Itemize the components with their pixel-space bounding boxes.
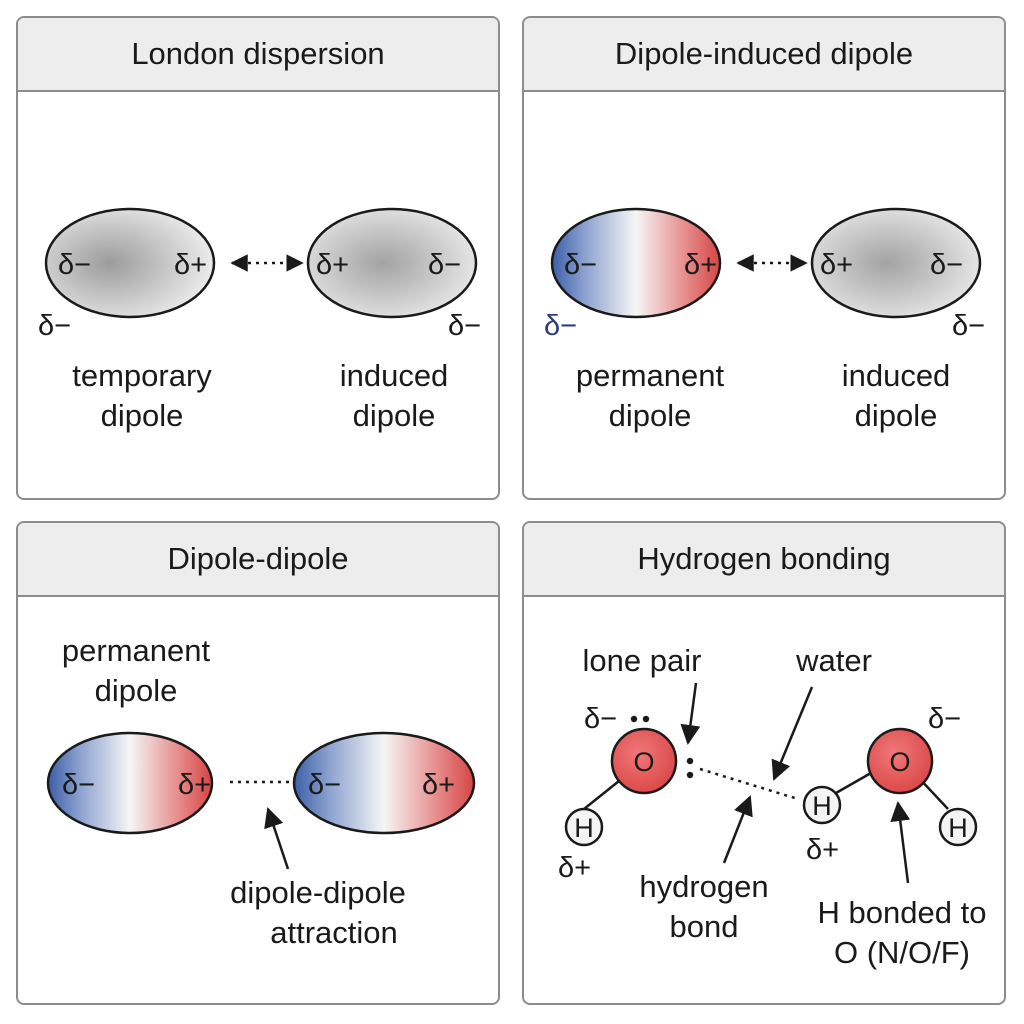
induced-dipole-label-line1: induced — [842, 358, 951, 393]
dipole-dipole-diagram: permanent dipole δ− δ+ δ− δ+ dipole-dipo… — [46, 633, 476, 950]
right-oxygen-atom — [866, 727, 934, 795]
delta-negative: δ− — [428, 249, 461, 281]
left-oxygen-atom — [610, 727, 678, 795]
water-label: water — [795, 643, 872, 678]
delta-negative-outside: δ− — [38, 310, 71, 342]
delta-positive: δ+ — [174, 249, 207, 281]
permanent-dipole-molecule — [550, 207, 722, 319]
delta-positive: δ+ — [178, 769, 211, 801]
delta-positive: δ+ — [558, 852, 591, 884]
induced-dipole-label-line1: induced — [340, 358, 449, 393]
induced-dipole-label-line2: dipole — [855, 398, 938, 433]
delta-positive: δ+ — [820, 249, 853, 281]
induced-dipole-molecule — [810, 207, 982, 319]
induced-dipole-molecule — [306, 207, 478, 319]
attraction-label-line2: attraction — [270, 915, 398, 950]
left-oxygen-symbol: O — [633, 747, 654, 777]
panel-title: London dispersion — [18, 18, 498, 92]
delta-negative: δ− — [308, 769, 341, 801]
permanent-dipole-label-line2: dipole — [609, 398, 692, 433]
permanent-dipole-label-line2: dipole — [95, 673, 178, 708]
panel-hydrogen-bonding: Hydrogen bonding lone pair water O H δ− … — [522, 521, 1006, 1005]
left-hydrogen-symbol: H — [574, 813, 594, 843]
delta-negative-outside: δ− — [952, 310, 985, 342]
hydrogen-bonding-diagram: lone pair water O H δ− δ+ O H H δ− δ+ hy… — [558, 643, 987, 970]
lone-pair-label: lone pair — [583, 643, 702, 678]
delta-negative: δ− — [58, 249, 91, 281]
delta-negative: δ− — [584, 703, 617, 735]
panel-dipole-dipole: Dipole-dipole permanent dipole δ− δ+ δ− … — [16, 521, 500, 1005]
right-dipole-molecule — [292, 731, 476, 835]
lone-pair-dot — [642, 715, 650, 723]
induced-dipole-label-line2: dipole — [353, 398, 436, 433]
delta-negative-outside: δ− — [544, 310, 577, 342]
hydrogen-bond-label-line1: hydrogen — [639, 869, 768, 904]
delta-negative-outside: δ− — [448, 310, 481, 342]
h-bonded-pointer-arrow — [890, 801, 911, 884]
permanent-dipole-label-line1: permanent — [576, 358, 725, 393]
water-pointer-arrow — [771, 686, 814, 781]
attraction-pointer-arrow — [264, 807, 290, 870]
delta-negative: δ− — [564, 249, 597, 281]
temporary-dipole-molecule — [44, 207, 216, 319]
london-diagram: δ− δ+ δ− δ+ δ− δ− temporary dipole induc… — [38, 207, 481, 433]
lone-pair-dot — [630, 715, 638, 723]
panel-dipole-induced-dipole: Dipole-induced dipole δ− δ+ δ− δ+ — [522, 16, 1006, 500]
delta-positive: δ+ — [316, 249, 349, 281]
hydrogen-bond-pointer-arrow — [722, 795, 753, 864]
panel-title: Dipole-induced dipole — [524, 18, 1004, 92]
right-hydrogen-atom — [938, 807, 978, 847]
hydrogen-bond-label-line2: bond — [670, 909, 739, 944]
left-dipole-molecule — [46, 731, 214, 835]
h-bonded-label-line1: H bonded to — [818, 895, 987, 930]
left-hydrogen-atom — [564, 807, 604, 847]
right-hydrogen-symbol: H — [948, 813, 968, 843]
lone-pair-dot — [686, 757, 694, 765]
delta-positive: δ+ — [422, 769, 455, 801]
h-bonded-label-line2: O (N/O/F) — [834, 935, 970, 970]
delta-positive: δ+ — [806, 834, 839, 866]
temporary-dipole-label-line1: temporary — [72, 358, 212, 393]
temporary-dipole-label-line2: dipole — [101, 398, 184, 433]
panel-london-dispersion: London dispersion δ− δ+ δ− δ+ δ− δ− tem — [16, 16, 500, 500]
panel-title: Dipole-dipole — [18, 523, 498, 597]
delta-negative: δ− — [928, 703, 961, 735]
delta-positive: δ+ — [684, 249, 717, 281]
permanent-dipole-label-line1: permanent — [62, 633, 211, 668]
bonding-hydrogen-atom — [802, 785, 842, 825]
delta-negative: δ− — [62, 769, 95, 801]
lone-pair-pointer-arrow — [680, 682, 701, 745]
panel-title: Hydrogen bonding — [524, 523, 1004, 597]
lone-pair-dot — [686, 771, 694, 779]
attraction-label-line1: dipole-dipole — [230, 875, 406, 910]
dipole-induced-diagram: δ− δ+ δ− δ+ δ− δ− permanent dipole induc… — [544, 207, 985, 433]
delta-negative: δ− — [930, 249, 963, 281]
hydrogen-bond-dotted-line — [699, 767, 799, 801]
right-oxygen-symbol: O — [889, 747, 910, 777]
bonding-hydrogen-symbol: H — [812, 791, 832, 821]
